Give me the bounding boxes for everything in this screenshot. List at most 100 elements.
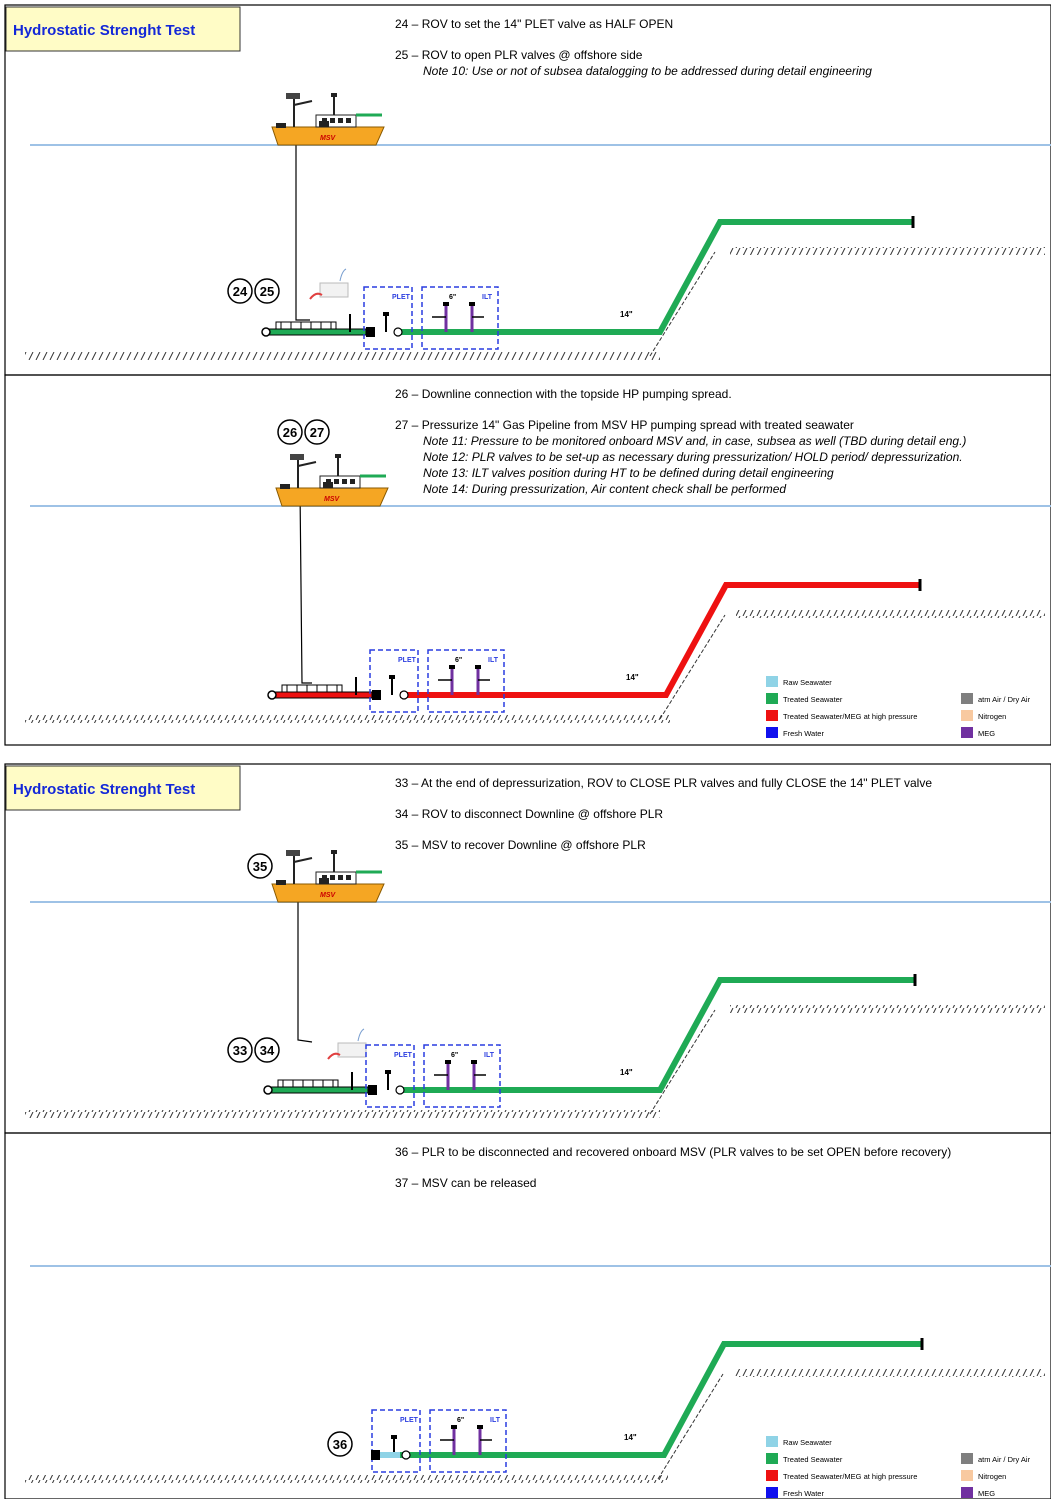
seabed-slope <box>649 1009 716 1115</box>
step-note: Note 14: During pressurization, Air cont… <box>423 482 786 496</box>
ilt-module: 6"ILT <box>423 1044 501 1108</box>
step-badge-number: 24 <box>233 284 248 299</box>
plet-label: PLET <box>394 1052 413 1059</box>
legend-swatch <box>766 1487 778 1498</box>
legend-label: Nitrogen <box>978 712 1006 721</box>
pipeline <box>400 219 913 335</box>
ilt-box <box>429 1409 507 1473</box>
seabed-hatch <box>25 1475 668 1483</box>
vessel-window <box>350 479 355 484</box>
legend-label: Raw Seawater <box>783 678 832 687</box>
ilt-module: 6"ILT <box>421 286 499 350</box>
crane-head <box>286 93 300 99</box>
vessel-window <box>338 875 343 880</box>
ilt-valve-cap <box>477 1425 483 1429</box>
legend-label: Treated Seawater/MEG at high pressure <box>783 1472 917 1481</box>
plet-connector <box>371 1450 380 1460</box>
legend-swatch <box>766 710 778 721</box>
pipeline <box>400 582 920 698</box>
pipe-size-label: 14" <box>620 310 633 319</box>
pipe-size-label: 14" <box>624 1433 637 1442</box>
seabed-hatch <box>25 1110 660 1118</box>
vessel-window <box>346 875 351 880</box>
legend-label: Nitrogen <box>978 1472 1006 1481</box>
step-badge <box>327 1431 353 1457</box>
plet-label: PLET <box>398 657 417 664</box>
ilt-label: ILT <box>488 657 499 664</box>
pipeline <box>400 977 915 1093</box>
step-text: 37 – MSV can be released <box>395 1176 536 1190</box>
step-text: 27 – Pressurize 14" Gas Pipeline from MS… <box>395 418 854 432</box>
seabed-slope <box>649 251 716 357</box>
plet-valve-handle <box>383 312 389 316</box>
plr-connector <box>366 327 375 337</box>
crane-boom <box>293 100 313 106</box>
legend-label: Raw Seawater <box>783 1438 832 1447</box>
ilt-module: 6"ILT <box>429 1409 507 1473</box>
plet-valve-handle <box>385 1070 391 1074</box>
vessel-bollard <box>276 880 286 885</box>
step-badge-number: 26 <box>283 425 297 440</box>
six-inch-label: 6" <box>455 657 462 664</box>
rov-body <box>319 282 349 298</box>
rov-arm <box>309 292 323 300</box>
plr-frame <box>275 321 337 330</box>
ilt-label: ILT <box>482 294 493 301</box>
legend-label: Fresh Water <box>783 1489 824 1498</box>
vessel-window <box>322 118 327 123</box>
rov-tether <box>357 1028 365 1042</box>
seabed-slope <box>657 1373 724 1480</box>
plet-valve <box>395 1085 405 1095</box>
plet-module: PLET <box>363 286 413 350</box>
downline <box>299 488 312 684</box>
crane-head <box>286 850 300 856</box>
seabed-hatch <box>736 610 1045 618</box>
page-title: Hydrostatic Strenght Test <box>13 781 195 798</box>
legend-label: MEG <box>978 1489 995 1498</box>
vessel-bollard <box>280 484 290 489</box>
ilt-valve-cap <box>449 665 455 669</box>
vessel-window <box>326 479 331 484</box>
crane-head <box>290 454 304 460</box>
plet-label: PLET <box>400 1417 419 1424</box>
vessel-block <box>319 121 329 127</box>
plet-valve <box>401 1450 411 1460</box>
page-title: Hydrostatic Strenght Test <box>13 22 195 39</box>
plr-connector <box>372 690 381 700</box>
ilt-valve-cap <box>475 665 481 669</box>
step-badge <box>227 278 253 304</box>
plr-pig-launcher <box>261 327 271 337</box>
vessel-label: MSV <box>324 496 341 503</box>
ilt-valve-cap <box>443 302 449 306</box>
legend-label: atm Air / Dry Air <box>978 1455 1031 1464</box>
legend-label: Fresh Water <box>783 729 824 738</box>
seabed-slope <box>659 614 726 720</box>
ilt-valve-cap <box>445 1060 451 1064</box>
plr-frame <box>281 684 343 693</box>
legend-swatch <box>961 727 973 738</box>
vessel-label: MSV <box>320 892 337 899</box>
vessel-window <box>334 479 339 484</box>
six-inch-label: 6" <box>451 1052 458 1059</box>
plr-pig-launcher <box>267 690 277 700</box>
plet-box <box>363 286 413 350</box>
rov-arm <box>327 1052 341 1060</box>
vessel-block <box>323 482 333 488</box>
step-text: 35 – MSV to recover Downline @ offshore … <box>395 838 646 852</box>
seabed-hatch <box>730 247 1045 255</box>
plet-stub <box>371 1450 400 1460</box>
plet-box <box>369 649 419 713</box>
plet-module: PLET <box>371 1409 421 1473</box>
step-badge-number: 25 <box>260 284 274 299</box>
panel-border <box>4 374 1051 746</box>
step-badge-number: 33 <box>233 1043 247 1058</box>
vessel-mast-top <box>335 454 341 458</box>
plet-valve-handle <box>389 675 395 679</box>
ilt-module: 6" ILT <box>427 649 505 713</box>
panel: 36 – PLR to be disconnected and recovere… <box>4 1132 1051 1499</box>
step-badge-number: 34 <box>260 1043 275 1058</box>
rov-body <box>337 1042 367 1058</box>
plet-label: PLET <box>392 294 411 301</box>
